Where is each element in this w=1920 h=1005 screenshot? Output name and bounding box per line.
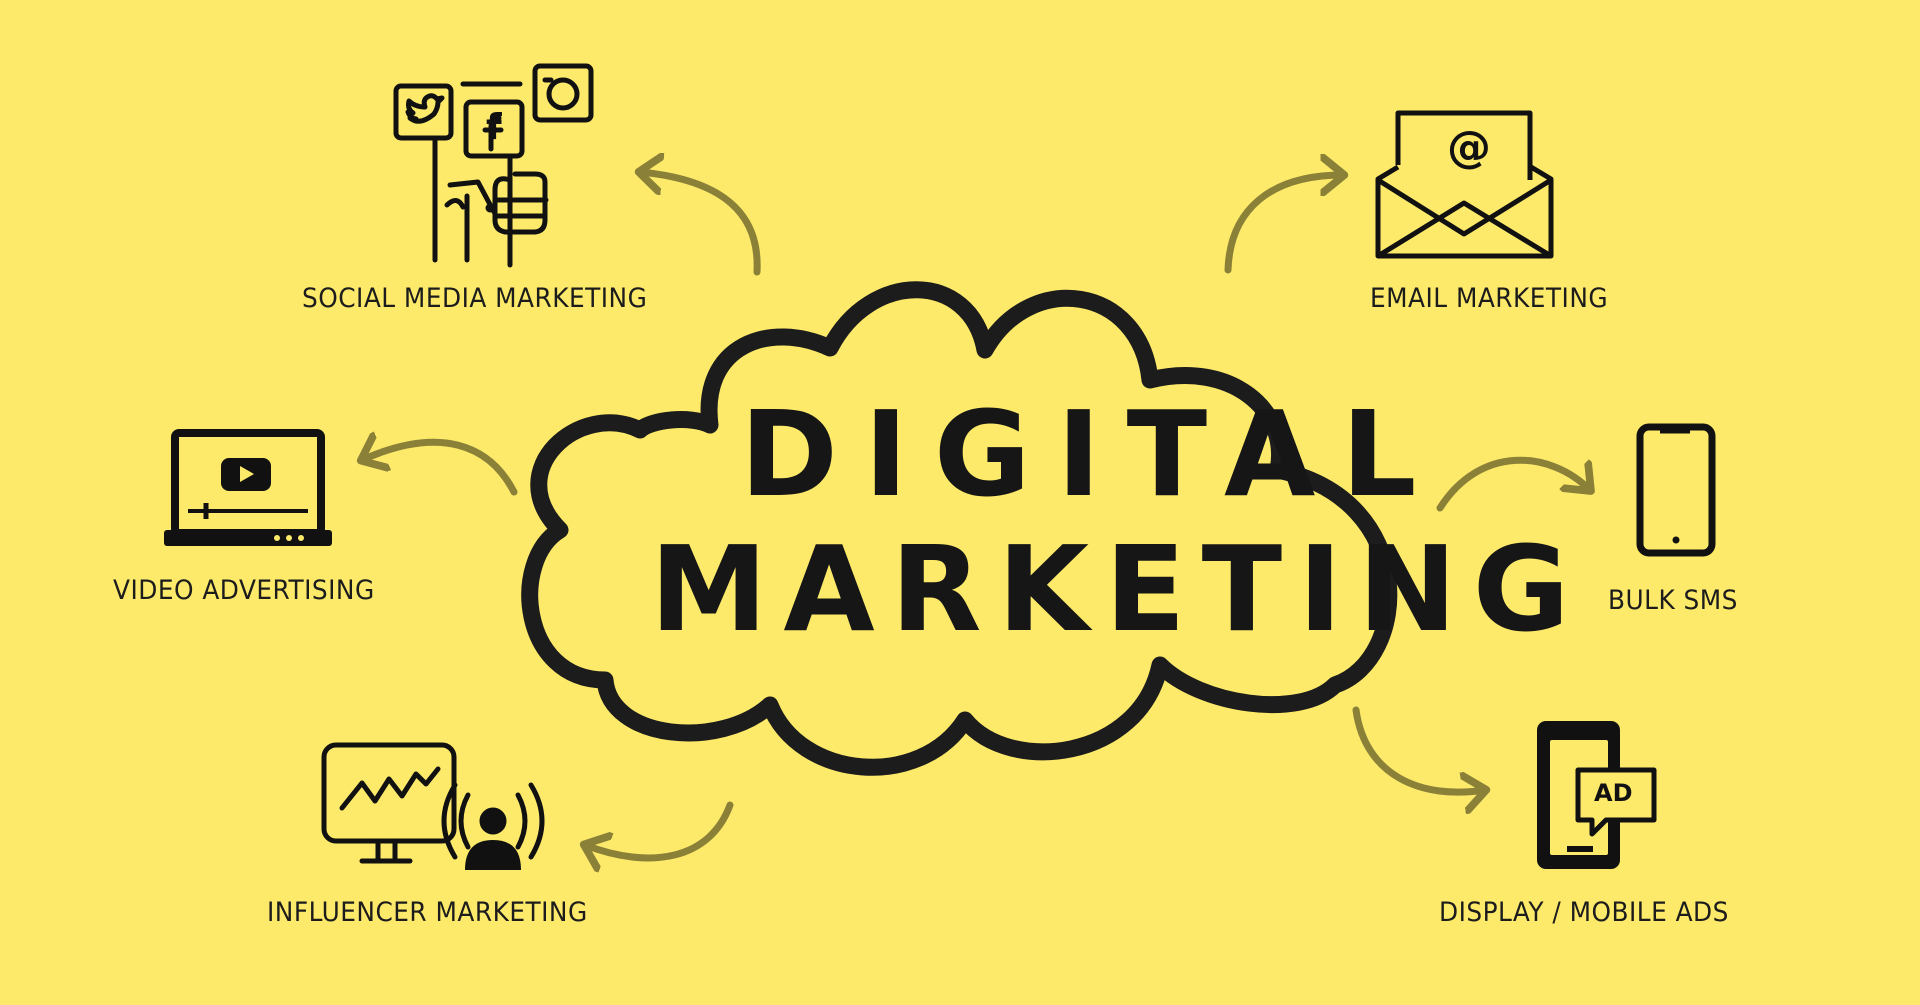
label-social-media-marketing: SOCIAL MEDIA MARKETING xyxy=(302,283,648,314)
label-influencer-marketing: INFLUENCER MARKETING xyxy=(267,897,588,928)
ad-badge-text: AD xyxy=(1594,779,1633,807)
title-line-1: DIGITAL xyxy=(740,385,1443,523)
central-cloud xyxy=(521,281,1398,776)
facebook-letter: f xyxy=(486,107,502,148)
label-video-advertising: VIDEO ADVERTISING xyxy=(113,575,375,606)
social-media-icon xyxy=(393,63,594,268)
email-icon xyxy=(1375,110,1554,259)
smartphone-icon xyxy=(1636,423,1716,557)
video-laptop-icon xyxy=(164,429,332,546)
mobile-ad-icon xyxy=(1537,721,1657,869)
arrow-to-video xyxy=(362,442,518,496)
email-at-symbol: @ xyxy=(1447,122,1491,173)
label-email-marketing: EMAIL MARKETING xyxy=(1370,283,1609,314)
arrow-to-influencer xyxy=(585,801,734,858)
title-line-2: MARKETING xyxy=(650,520,1586,658)
arrow-to-sms xyxy=(1436,456,1590,512)
label-bulk-sms: BULK SMS xyxy=(1608,585,1738,616)
arrow-to-email xyxy=(1224,175,1343,274)
label-display-mobile-ads: DISPLAY / MOBILE ADS xyxy=(1439,897,1729,928)
arrow-to-social xyxy=(640,172,761,276)
arrow-to-display xyxy=(1352,706,1485,792)
influencer-icon xyxy=(321,742,545,870)
